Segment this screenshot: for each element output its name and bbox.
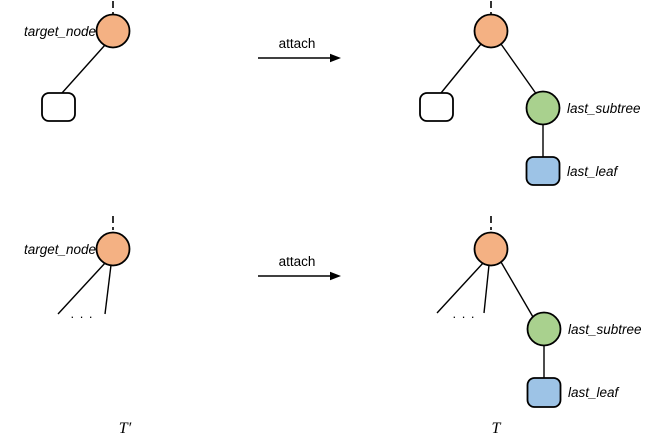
top-attach-arrow: attach: [258, 36, 341, 63]
last-leaf-square: [525, 156, 561, 186]
last-leaf-label: last_leaf: [568, 385, 620, 400]
target-node-circle: [473, 231, 509, 267]
top-before-tree: target_node: [24, 1, 131, 122]
tree-edge: [436, 261, 485, 314]
attach-arrow-head-icon: [330, 53, 341, 63]
tree-edge: [440, 43, 482, 94]
attach-arrow-label: attach: [279, 254, 316, 269]
tree-edge: [483, 264, 490, 314]
last-subtree-label: last_subtree: [568, 322, 642, 337]
last-leaf-square: [526, 377, 562, 408]
tree-edge: [500, 43, 538, 96]
target-node-circle: [95, 13, 131, 49]
caption-t: T: [492, 420, 502, 437]
bottom-attach-arrow: attach: [258, 254, 341, 281]
children-ellipsis: . . .: [452, 306, 475, 321]
caption-t-prime: T′: [119, 420, 132, 437]
last-subtree-circle: [525, 90, 561, 126]
target-node-label: target_node: [24, 242, 96, 257]
leaf-placeholder-square: [419, 92, 454, 122]
leaf-placeholder-square: [41, 92, 76, 122]
target-node-circle: [473, 13, 509, 49]
top-after-tree: last_subtree last_leaf: [419, 1, 641, 186]
children-ellipsis: . . .: [70, 306, 93, 321]
bottom-before-tree: target_node . . .: [24, 216, 131, 321]
target-node-circle: [95, 231, 131, 267]
attach-arrow-label: attach: [279, 36, 316, 51]
tree-edge: [61, 44, 106, 94]
tree-edge: [500, 261, 534, 318]
target-node-label: target_node: [24, 24, 96, 39]
last-subtree-circle: [526, 311, 562, 347]
last-leaf-label: last_leaf: [567, 164, 619, 179]
tree-edge: [104, 264, 112, 315]
last-subtree-label: last_subtree: [567, 101, 641, 116]
tree-edge: [57, 261, 107, 315]
bottom-after-tree: . . . last_subtree last_leaf: [436, 216, 642, 408]
attach-arrow-head-icon: [330, 271, 341, 281]
